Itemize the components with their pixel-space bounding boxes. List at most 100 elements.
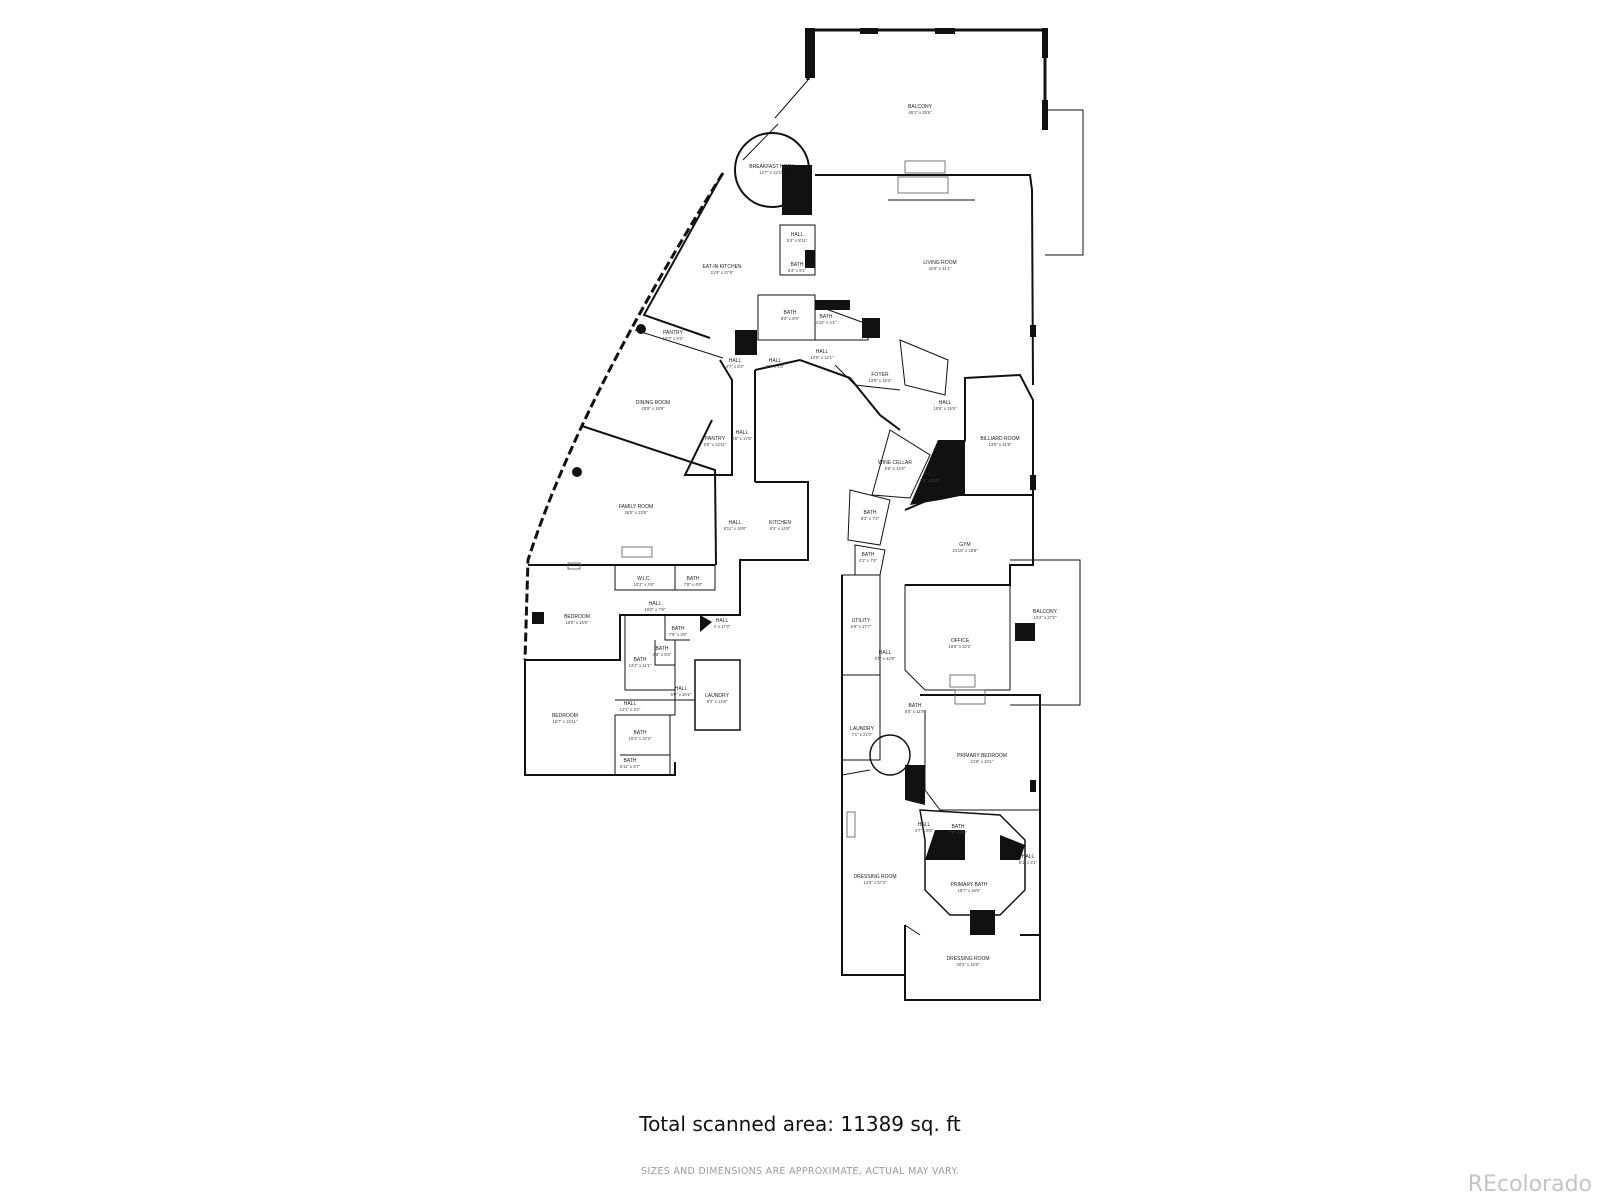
room-dimension-hall-b: 4'7" x 8'3"	[726, 364, 745, 369]
room-dimension-bath-f: 7'8" x 4'8"	[684, 582, 703, 587]
room-label-bath-l: BATH	[624, 758, 637, 764]
room-label-gym: GYM	[959, 542, 970, 548]
room-dimension-bath-g: 7'9" x 3'8"	[669, 632, 688, 637]
room-label-hall-h: HALL	[729, 520, 742, 526]
room-label-hall-e: HALL	[939, 400, 952, 406]
room-dimension-primary-bath: 18'7" x 16'0"	[958, 888, 981, 893]
room-label-bedroom-a: BEDROOM	[564, 614, 590, 620]
room-dimension-dressing-room-b: 20'2" x 16'6"	[957, 962, 980, 967]
room-label-breakfast-nook: BREAKFAST NOOK	[749, 164, 795, 170]
room-dimension-gym: 24'10" x 18'8"	[952, 548, 978, 553]
room-label-hall-j: HALL	[716, 618, 729, 624]
room-label-hall-g: HALL	[924, 472, 937, 478]
room-label-bath-j: BATH	[909, 703, 922, 709]
room-label-family-room: FAMILY ROOM	[619, 504, 653, 510]
room-label-hall-k: HALL	[879, 650, 892, 656]
room-dimension-dining-room: 20'8" x 18'8"	[642, 406, 665, 411]
room-dimension-bedroom-a: 16'8" x 16'5"	[566, 620, 589, 625]
room-dimension-living-room: 42'6" x 41'1"	[929, 266, 952, 271]
room-dimension-hall-o: 5'1" x 3'1"	[1019, 860, 1038, 865]
room-label-balcony-top: BALCONY	[908, 104, 933, 110]
room-dimension-kitchen: 8'4" x 14'8"	[770, 526, 791, 531]
room-dimension-hall-g: 7'5" x 22'6"	[920, 478, 941, 483]
room-label-laundry-a: LAUNDRY	[705, 693, 729, 699]
room-label-wine-cellar: WINE CELLAR	[878, 460, 912, 466]
room-dimension-dressing-room-a: 12'8" x 57'3"	[864, 880, 887, 885]
room-dimension-bath-i: 12'2" x 11'1"	[629, 663, 652, 668]
room-dimension-hall-i: 15'0" x 7'8"	[645, 607, 666, 612]
wall-lines	[523, 28, 1084, 1001]
fireplaces	[567, 160, 986, 838]
room-label-bath-a: BATH	[791, 262, 804, 268]
room-dimension-wic: 10'2" x 4'8"	[634, 582, 655, 587]
room-label-bath-e: BATH	[862, 552, 875, 558]
room-dimension-hall-n: 4'7" x 8'6"	[915, 828, 934, 833]
room-label-hall-n: HALL	[918, 822, 931, 828]
room-dimension-balcony-right: 13'2" x 27'2"	[1034, 615, 1057, 620]
total-area: Total scanned area: 11389 sq. ft	[639, 1112, 961, 1136]
room-dimension-balcony-top: 60'1" x 25'5"	[909, 110, 932, 115]
room-label-bath-d: BATH	[864, 510, 877, 516]
room-label-dressing-room-a: DRESSING ROOM	[853, 874, 896, 880]
room-dimension-laundry-b: 7'1" x 21'0"	[852, 732, 873, 737]
solid-columns	[532, 28, 1048, 935]
room-label-dining-room: DINING ROOM	[636, 400, 670, 406]
room-dimension-bedroom-b: 16'7" x 16'11"	[553, 719, 578, 724]
room-dimension-hall-k: 6'5" x 42'9"	[875, 656, 896, 661]
room-label-pantry-b: PANTRY	[705, 436, 725, 442]
room-label-bath-i: BATH	[634, 657, 647, 663]
room-label-bath-g: BATH	[672, 626, 685, 632]
room-label-hall-c: HALL	[769, 358, 782, 364]
room-label-bedroom-b: BEDROOM	[552, 713, 578, 719]
room-dimension-bath-k: 10'3" x 10'3"	[629, 736, 652, 741]
room-label-dressing-room-b: DRESSING ROOM	[946, 956, 989, 962]
room-dimension-eat-in-kitchen: 21'9" x 27'8"	[711, 270, 734, 275]
room-dimension-hall-l: 5'8" x 16'1"	[671, 692, 692, 697]
room-label-hall-i: HALL	[649, 601, 662, 607]
room-dimension-bath-m: 7'0" x 6'9"	[949, 830, 968, 835]
room-dimension-breakfast-nook: 12'7" x 12'10"	[759, 170, 785, 175]
room-dimension-hall-h: 8'11" x 19'8"	[724, 526, 747, 531]
room-label-balcony-right: BALCONY	[1033, 609, 1058, 615]
room-label-primary-bath: PRIMARY BATH	[951, 882, 988, 888]
room-dimension-pantry-a: 16'7" x 5'3"	[663, 336, 684, 341]
room-label-pantry-a: PANTRY	[663, 330, 683, 336]
room-label-hall-o: HALL	[1022, 854, 1035, 860]
room-dimension-hall-f: 4'5" x 17'5"	[732, 436, 753, 441]
room-dimension-bath-a: 5'4" x 8'1"	[788, 268, 807, 273]
room-label-kitchen: KITCHEN	[769, 520, 791, 526]
room-label-hall-m: HALL	[624, 701, 637, 707]
room-label-wic: W.I.C.	[637, 576, 651, 582]
disclaimer: SIZES AND DIMENSIONS ARE APPROXIMATE, AC…	[641, 1166, 959, 1177]
room-dimension-bath-c: 4'10" x 4'1"	[816, 320, 837, 325]
room-label-foyer: FOYER	[871, 372, 889, 378]
room-label-bath-h: BATH	[656, 646, 669, 652]
room-dimension-bath-d: 8'3" x 7'4"	[861, 516, 880, 521]
room-dimension-wine-cellar: 8'8" x 14'5"	[885, 466, 906, 471]
room-label-bath-f: BATH	[687, 576, 700, 582]
room-dimension-office: 18'6" x 20'2"	[949, 644, 972, 649]
brand-logo[interactable]: REcolorado	[1467, 1172, 1592, 1197]
room-dimension-family-room: 26'5" x 23'6"	[625, 510, 648, 515]
room-label-living-room: LIVING ROOM	[923, 260, 956, 266]
room-dimension-laundry-a: 8'3" x 12'8"	[707, 699, 728, 704]
room-dimension-bath-h: 2'8" x 5'5"	[653, 652, 672, 657]
room-dimension-primary-bedroom: 21'8" x 22'1"	[971, 759, 994, 764]
room-dimension-bath-j: 5'8" x 11'9"	[905, 709, 926, 714]
room-dimension-bath-b: 8'0" x 8'9"	[781, 316, 800, 321]
room-dimension-hall-m: 12'1" x 3'2"	[620, 707, 641, 712]
room-dimension-hall-a: 5'4" x 8'11"	[787, 238, 808, 243]
room-dimension-pantry-b: 5'5" x 13'11"	[704, 442, 727, 447]
room-label-hall-f: HALL	[736, 430, 749, 436]
room-label-bath-m: BATH	[952, 824, 965, 830]
room-dimension-bath-l: 6'11" x 5'7"	[620, 764, 641, 769]
room-label-eat-in-kitchen: EAT-IN KITCHEN	[702, 264, 741, 270]
room-label-utility: UTILITY	[852, 618, 871, 624]
room-label-hall-b: HALL	[729, 358, 742, 364]
room-label-office: OFFICE	[951, 638, 970, 644]
room-dimension-hall-d: 12'5" x 12'1"	[811, 355, 834, 360]
room-label-hall-l: HALL	[675, 686, 688, 692]
room-dimension-utility: 6'9" x 17'7"	[851, 624, 872, 629]
room-label-laundry-b: LAUNDRY	[850, 726, 874, 732]
